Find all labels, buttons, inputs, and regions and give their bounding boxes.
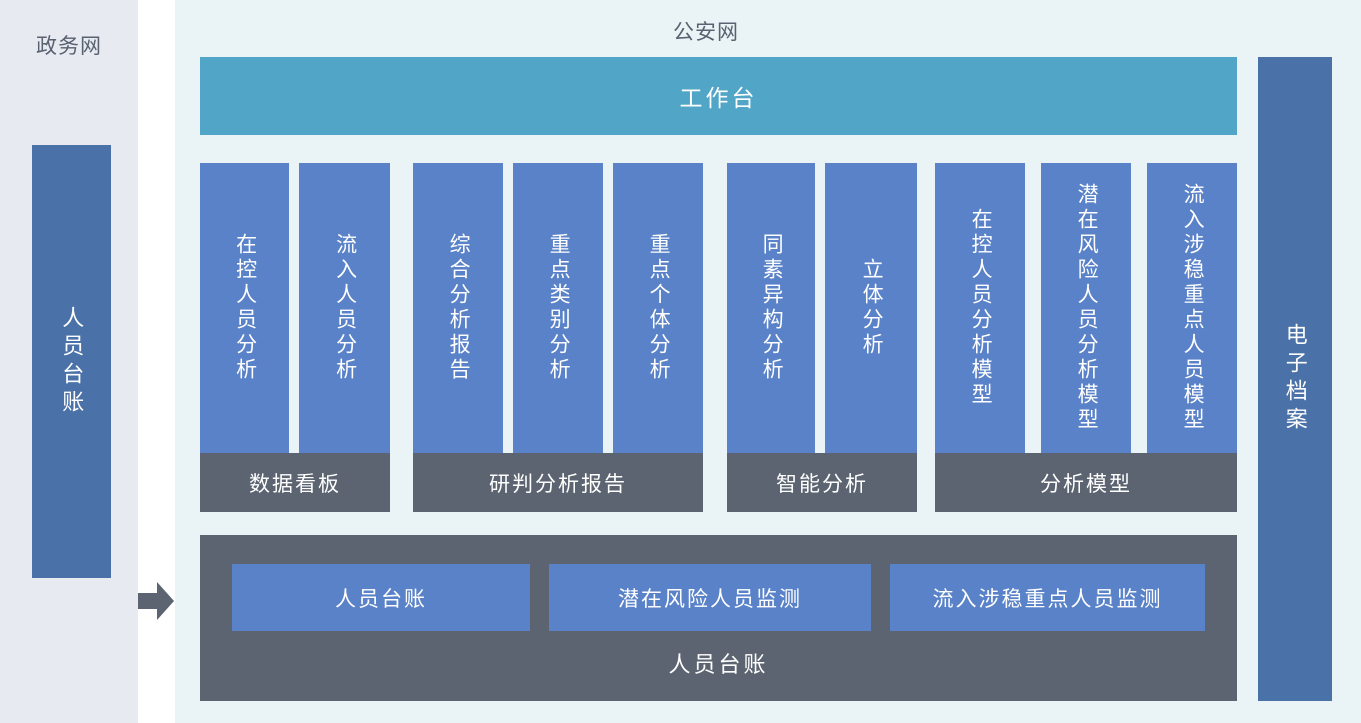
module-group-label: 分析模型	[935, 453, 1237, 512]
electronic-archive-label: 电子档案	[1282, 323, 1308, 435]
workbench-label: 工作台	[679, 85, 758, 111]
module-card[interactable]: 流入人员分析	[299, 163, 390, 453]
module-card[interactable]: 在控人员分析模型	[935, 163, 1025, 453]
module-group-label: 数据看板	[200, 453, 390, 512]
module-card-row: 在控人员分析 流入人员分析	[200, 163, 390, 453]
personnel-ledger-band: 人员台账潜在风险人员监测流入涉稳重点人员监测 人员台账	[200, 535, 1237, 701]
left-personnel-ledger-label: 人员台账	[59, 305, 85, 418]
module-card-label: 重点个体分析	[647, 233, 671, 383]
government-network-zone: 政务网 人员台账	[0, 0, 138, 723]
module-card[interactable]: 重点个体分析	[613, 163, 703, 453]
public-security-network-title: 公安网	[673, 21, 739, 44]
module-card[interactable]: 同素异构分析	[727, 163, 815, 453]
ledger-button-row: 人员台账潜在风险人员监测流入涉稳重点人员监测	[200, 564, 1237, 631]
module-group-label: 研判分析报告	[413, 453, 703, 512]
workbench-bar[interactable]: 工作台	[200, 57, 1237, 135]
ledger-button[interactable]: 人员台账	[232, 564, 530, 631]
module-card[interactable]: 潜在风险人员分析模型	[1041, 163, 1131, 453]
module-card-label: 立体分析	[860, 258, 884, 358]
arrow-right-icon	[138, 582, 174, 620]
module-card-label: 流入涉稳重点人员模型	[1181, 183, 1205, 433]
module-group-label: 智能分析	[727, 453, 917, 512]
ledger-button[interactable]: 流入涉稳重点人员监测	[890, 564, 1205, 631]
module-group: 在控人员分析 流入人员分析数据看板	[200, 163, 390, 512]
module-card-label: 重点类别分析	[547, 233, 571, 383]
module-card[interactable]: 立体分析	[825, 163, 917, 453]
module-card-label: 在控人员分析	[233, 233, 257, 383]
module-card-label: 同素异构分析	[760, 233, 784, 383]
electronic-archive-card[interactable]: 电子档案	[1258, 57, 1332, 701]
module-card[interactable]: 综合分析报告	[413, 163, 503, 453]
module-card-row: 在控人员分析模型 潜在风险人员分析模型 流入涉稳重点人员模型	[935, 163, 1237, 453]
module-group: 在控人员分析模型 潜在风险人员分析模型 流入涉稳重点人员模型分析模型	[935, 163, 1237, 512]
module-card-label: 潜在风险人员分析模型	[1075, 183, 1099, 433]
module-group: 综合分析报告 重点类别分析 重点个体分析研判分析报告	[413, 163, 703, 512]
module-groups: 在控人员分析 流入人员分析数据看板 综合分析报告 重点类别分析 重点个体分析研判分析报告…	[200, 163, 1237, 512]
module-card[interactable]: 在控人员分析	[200, 163, 289, 453]
module-card[interactable]: 流入涉稳重点人员模型	[1147, 163, 1237, 453]
module-card[interactable]: 重点类别分析	[513, 163, 603, 453]
public-security-network-zone: 公安网 工作台 在控人员分析 流入人员分析数据看板 综合分析报告 重点类别分析 重点个体…	[175, 0, 1361, 723]
personnel-ledger-caption: 人员台账	[668, 652, 769, 677]
module-card-label: 在控人员分析模型	[969, 208, 993, 408]
module-card-label: 流入人员分析	[333, 233, 357, 383]
ledger-button[interactable]: 潜在风险人员监测	[549, 564, 871, 631]
module-card-row: 综合分析报告 重点类别分析 重点个体分析	[413, 163, 703, 453]
module-card-label: 综合分析报告	[447, 233, 471, 383]
government-network-title: 政务网	[36, 35, 102, 58]
module-group: 同素异构分析 立体分析智能分析	[727, 163, 917, 512]
left-personnel-ledger-card[interactable]: 人员台账	[32, 145, 111, 578]
module-card-row: 同素异构分析 立体分析	[727, 163, 917, 453]
